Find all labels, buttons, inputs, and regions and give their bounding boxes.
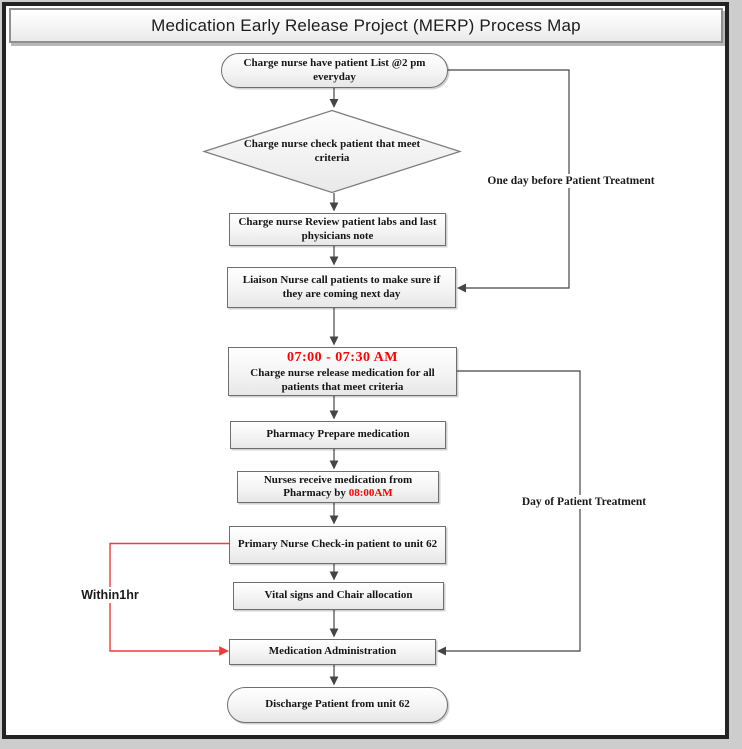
node-receive-label: Nurses receive medication from Pharmacy …	[242, 474, 434, 501]
receive-text: Nurses receive medication from Pharmacy …	[263, 473, 413, 500]
node-checkin-label: Primary Nurse Check-in patient to unit 6…	[237, 538, 438, 551]
node-review-box: Charge nurse Review patient labs and las…	[229, 213, 446, 246]
node-receive-box: Nurses receive medication from Pharmacy …	[237, 471, 439, 503]
receive-time-label: 08:00AM	[348, 487, 393, 499]
node-liaison-box: Liaison Nurse call patients to make sure…	[227, 267, 456, 308]
node-discharge-oval: Discharge Patient from unit 62	[227, 687, 448, 723]
release-time-label: 07:00 - 07:30 AM	[286, 350, 399, 365]
decision-diamond-shape	[201, 109, 463, 194]
node-start-label: Charge nurse have patient List @2 pm eve…	[243, 57, 426, 83]
node-release-label: Charge nurse release medication for all …	[250, 367, 435, 393]
node-pharmacy-label: Pharmacy Prepare medication	[266, 428, 410, 441]
node-review-label: Charge nurse Review patient labs and las…	[238, 216, 437, 242]
node-liaison-label: Liaison Nurse call patients to make sure…	[242, 274, 441, 300]
title-bar: Medication Early Release Project (MERP) …	[9, 8, 723, 43]
node-decision-diamond: Charge nurse check patient that meet cri…	[201, 109, 463, 194]
node-vitals-label: Vital signs and Chair allocation	[264, 589, 413, 602]
annotation-day-of-treatment: Day of Patient Treatment	[477, 495, 691, 509]
node-administration-box: Medication Administration	[229, 639, 436, 665]
page-title: Medication Early Release Project (MERP) …	[151, 15, 581, 35]
node-administration-label: Medication Administration	[268, 645, 397, 658]
node-release-box: 07:00 - 07:30 AM Charge nurse release me…	[228, 347, 457, 396]
node-decision-label: Charge nurse check patient that meet cri…	[243, 138, 421, 164]
node-checkin-box: Primary Nurse Check-in patient to unit 6…	[229, 526, 446, 564]
node-discharge-label: Discharge Patient from unit 62	[265, 698, 410, 711]
node-vitals-box: Vital signs and Chair allocation	[233, 582, 444, 610]
node-pharmacy-box: Pharmacy Prepare medication	[230, 421, 446, 449]
annotation-within-1hr: Within1hr	[62, 587, 158, 603]
annotation-one-day-before: One day before Patient Treatment	[464, 174, 678, 188]
node-start-oval: Charge nurse have patient List @2 pm eve…	[221, 53, 448, 88]
